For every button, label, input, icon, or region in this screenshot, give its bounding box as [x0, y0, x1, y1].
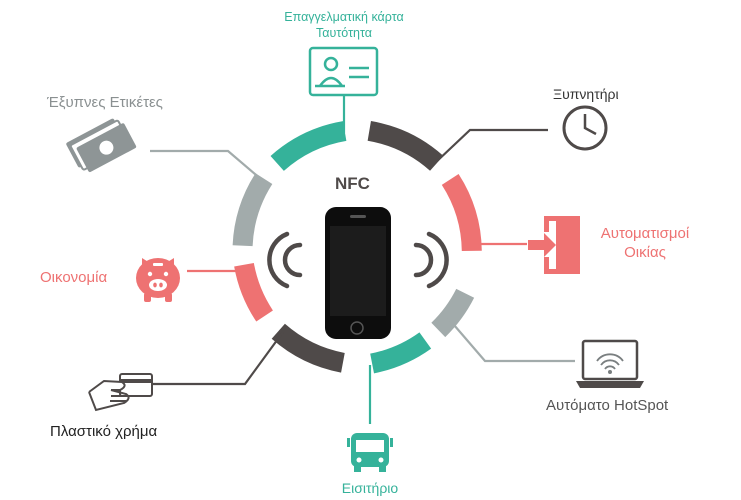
ring-segment-grey-right	[431, 288, 475, 338]
clock-icon	[562, 105, 608, 151]
laptop-wifi-icon	[576, 339, 644, 388]
label-business-card-line2: Ταυτότητα	[316, 25, 372, 40]
center-label-nfc: NFC	[335, 174, 370, 193]
piggy-bank-icon	[136, 258, 180, 302]
label-card: Πλαστικό χρήμα	[50, 423, 158, 440]
label-business-card: Επαγγελματική κάρτα Ταυτότητα	[240, 10, 448, 41]
connector-card	[150, 331, 284, 386]
ring-segment-dark-bottom-left	[271, 323, 345, 373]
label-savings: Οικονομία	[40, 269, 108, 286]
nfc-wave-right-icon	[413, 231, 449, 289]
bus-icon	[347, 433, 393, 472]
label-home-line2: Οικίας	[624, 243, 666, 261]
connector-alarm	[434, 128, 548, 164]
ring-segment-teal-top	[270, 121, 347, 172]
door-enter-icon	[528, 216, 580, 274]
banknotes-icon	[66, 118, 137, 172]
connector-tags	[150, 149, 263, 181]
id-card-icon	[308, 46, 379, 97]
label-home-line1: Αυτοματισμοί	[600, 225, 690, 242]
credit-card-hand-icon	[88, 373, 153, 412]
ring-segment-grey-left	[232, 173, 273, 247]
label-alarm: Ξυπνητήρι	[553, 86, 619, 102]
connector-hotspot	[447, 317, 575, 363]
label-business-card-line1: Επαγγελματική κάρτα	[284, 10, 404, 24]
ring-segment-coral-right	[441, 173, 482, 252]
ring-segment-coral-left	[234, 262, 274, 322]
nfc-wave-left-icon	[267, 231, 303, 289]
label-ticket: Εισιτήριο	[341, 480, 399, 496]
label-home: Αυτοματισμοί Οικίας	[590, 225, 700, 263]
label-hotspot: Αυτόματο HotSpot	[546, 397, 669, 414]
smartphone-icon	[325, 207, 391, 339]
ring-segment-dark-top-right	[367, 121, 444, 171]
ring-segment-teal-bottom	[369, 332, 432, 374]
label-tags: Έξυπνες Ετικέτες	[47, 94, 163, 111]
